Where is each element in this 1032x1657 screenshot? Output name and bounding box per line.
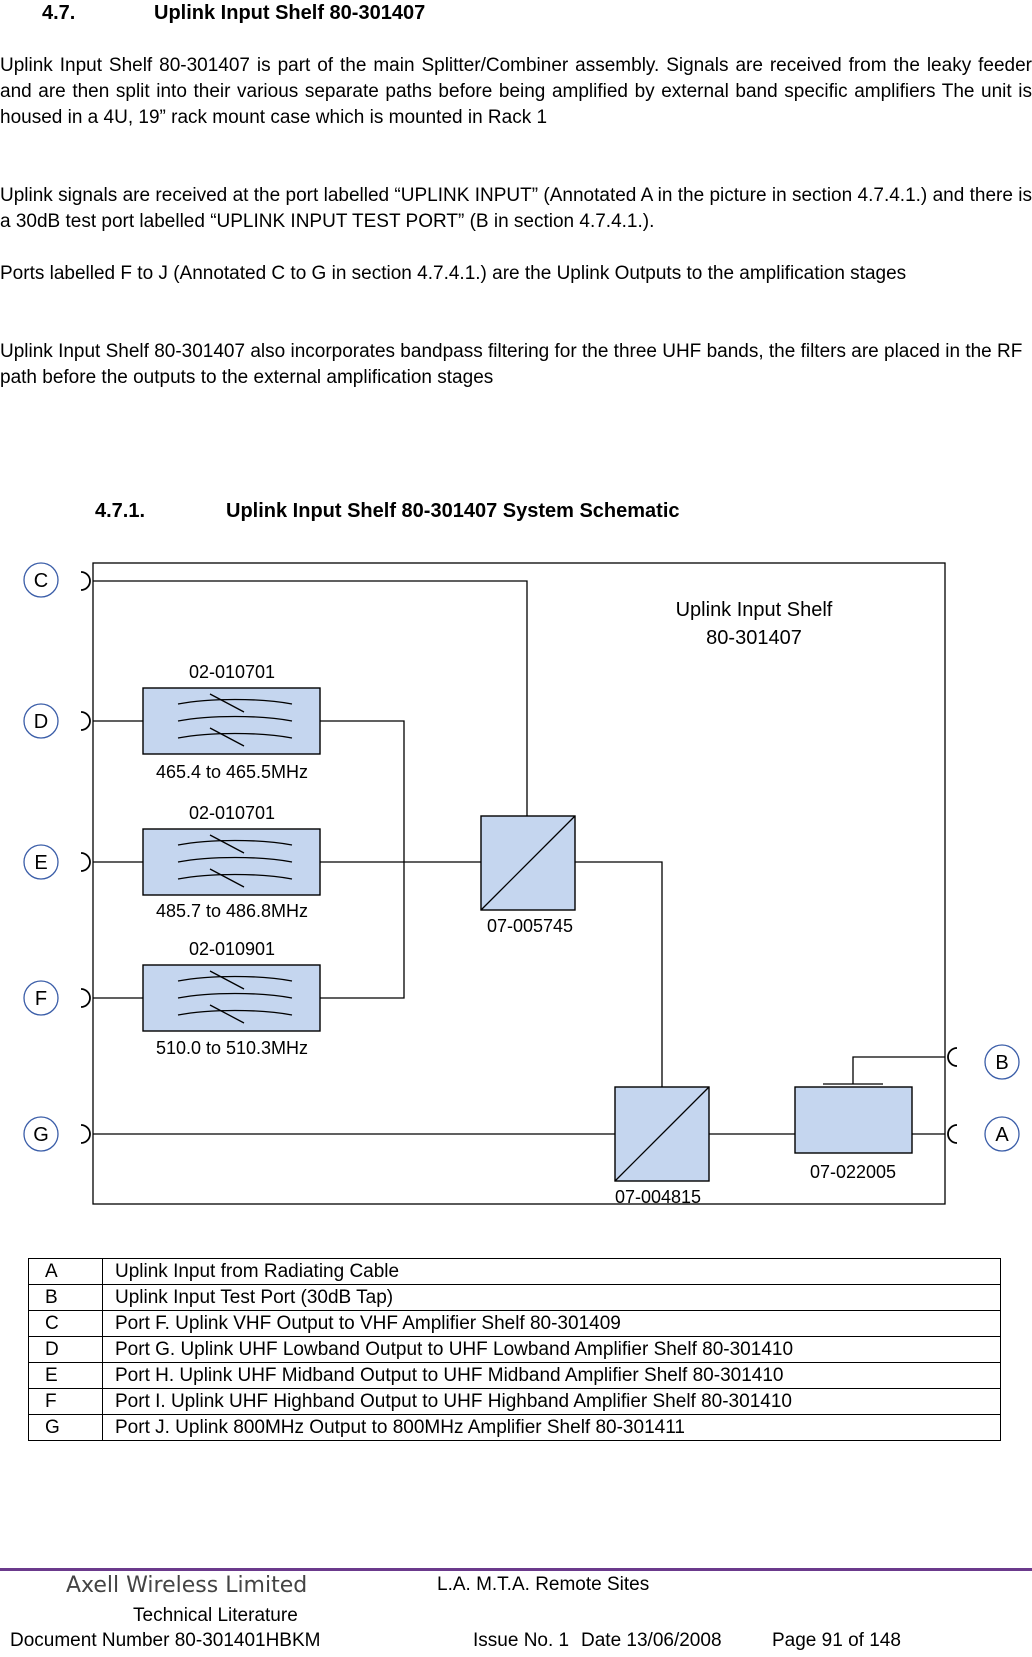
svg-text:F: F	[35, 988, 47, 1010]
legend-description: Port J. Uplink 800MHz Output to 800MHz A…	[102, 1414, 1001, 1441]
port-label-f: F	[23, 980, 59, 1016]
bandpass-filter-3	[142, 964, 321, 1032]
legend-key: C	[28, 1310, 103, 1337]
tap-coupler	[794, 1083, 913, 1154]
coupler-part: 07-022005	[810, 1162, 896, 1182]
footer-date: Date 13/06/2008	[581, 1630, 722, 1651]
paragraph-4: Uplink Input Shelf 80-301407 also incorp…	[0, 341, 1023, 388]
splitter-upper	[480, 815, 576, 911]
footer-page: Page 91 of 148	[772, 1630, 901, 1651]
paragraph-1: Uplink Input Shelf 80-301407 is part of …	[0, 55, 1032, 128]
footer-project: L.A. M.T.A. Remote Sites	[437, 1574, 650, 1595]
port-label-c: C	[23, 562, 59, 598]
footer-issue: Issue No. 1	[473, 1630, 570, 1651]
legend-description: Uplink Input Test Port (30dB Tap)	[102, 1284, 1001, 1311]
section-title: Uplink Input Shelf 80-301407	[154, 2, 426, 24]
svg-text:D: D	[34, 711, 48, 733]
shelf-border	[92, 562, 946, 1205]
port-label-g: G	[23, 1116, 59, 1152]
system-schematic: Uplink Input Shelf 80-301407 02-010701 4…	[23, 562, 1020, 1207]
splitter-upper-part: 07-005745	[487, 916, 573, 936]
shelf-title-line2: 80-301407	[706, 627, 802, 649]
subsection-heading: 4.7.1. Uplink Input Shelf 80-301407 Syst…	[95, 500, 680, 523]
legend-description: Uplink Input from Radiating Cable	[102, 1258, 1001, 1285]
filter-1-part: 02-010701	[189, 662, 275, 682]
filter-2-part: 02-010701	[189, 803, 275, 823]
port-label-e: E	[23, 844, 59, 880]
svg-text:B: B	[995, 1052, 1008, 1074]
legend-key: G	[28, 1414, 103, 1441]
footer-literature: Technical Literature	[133, 1605, 298, 1626]
legend-description: Port I. Uplink UHF Highband Output to UH…	[102, 1388, 1001, 1415]
port-connectors-left	[80, 571, 91, 1144]
svg-text:C: C	[34, 570, 48, 592]
legend-key: A	[28, 1258, 103, 1285]
legend-description: Port H. Uplink UHF Midband Output to UHF…	[102, 1362, 1001, 1389]
svg-text:A: A	[995, 1124, 1009, 1146]
legend-description: Port G. Uplink UHF Lowband Output to UHF…	[102, 1336, 1001, 1363]
port-label-a: A	[984, 1116, 1020, 1152]
bandpass-filter-2	[142, 828, 321, 896]
svg-text:E: E	[34, 852, 47, 874]
subsection-title: Uplink Input Shelf 80-301407 System Sche…	[226, 500, 680, 522]
filter-3-band: 510.0 to 510.3MHz	[156, 1038, 308, 1058]
splitter-lower-part: 07-004815	[615, 1187, 701, 1207]
footer-document-number: Document Number 80-301401HBKM	[10, 1630, 321, 1651]
legend-description: Port F. Uplink VHF Output to VHF Amplifi…	[102, 1310, 1001, 1337]
legend-key: F	[28, 1388, 103, 1415]
filter-1-band: 465.4 to 465.5MHz	[156, 762, 308, 782]
section-heading: 4.7. Uplink Input Shelf 80-301407	[42, 2, 425, 25]
port-connectors-right	[947, 1047, 958, 1144]
paragraph-3: Ports labelled F to J (Annotated C to G …	[0, 263, 907, 284]
filter-3-part: 02-010901	[189, 939, 275, 959]
legend-key: E	[28, 1362, 103, 1389]
shelf-title-line1: Uplink Input Shelf	[676, 599, 833, 621]
paragraph-2: Uplink signals are received at the port …	[0, 185, 1032, 232]
bandpass-filter-1	[142, 687, 321, 755]
footer-rule	[0, 1568, 1032, 1571]
footer-company: Axell Wireless Limited	[66, 1573, 308, 1598]
splitter-lower	[614, 1086, 710, 1182]
svg-text:G: G	[33, 1124, 49, 1146]
legend-key: D	[28, 1336, 103, 1363]
filter-2-band: 485.7 to 486.8MHz	[156, 901, 308, 921]
port-label-b: B	[984, 1044, 1020, 1080]
section-number: 4.7.	[42, 2, 76, 24]
subsection-number: 4.7.1.	[95, 500, 146, 522]
port-label-d: D	[23, 703, 59, 739]
legend-key: B	[28, 1284, 103, 1311]
wiring	[93, 580, 945, 1135]
